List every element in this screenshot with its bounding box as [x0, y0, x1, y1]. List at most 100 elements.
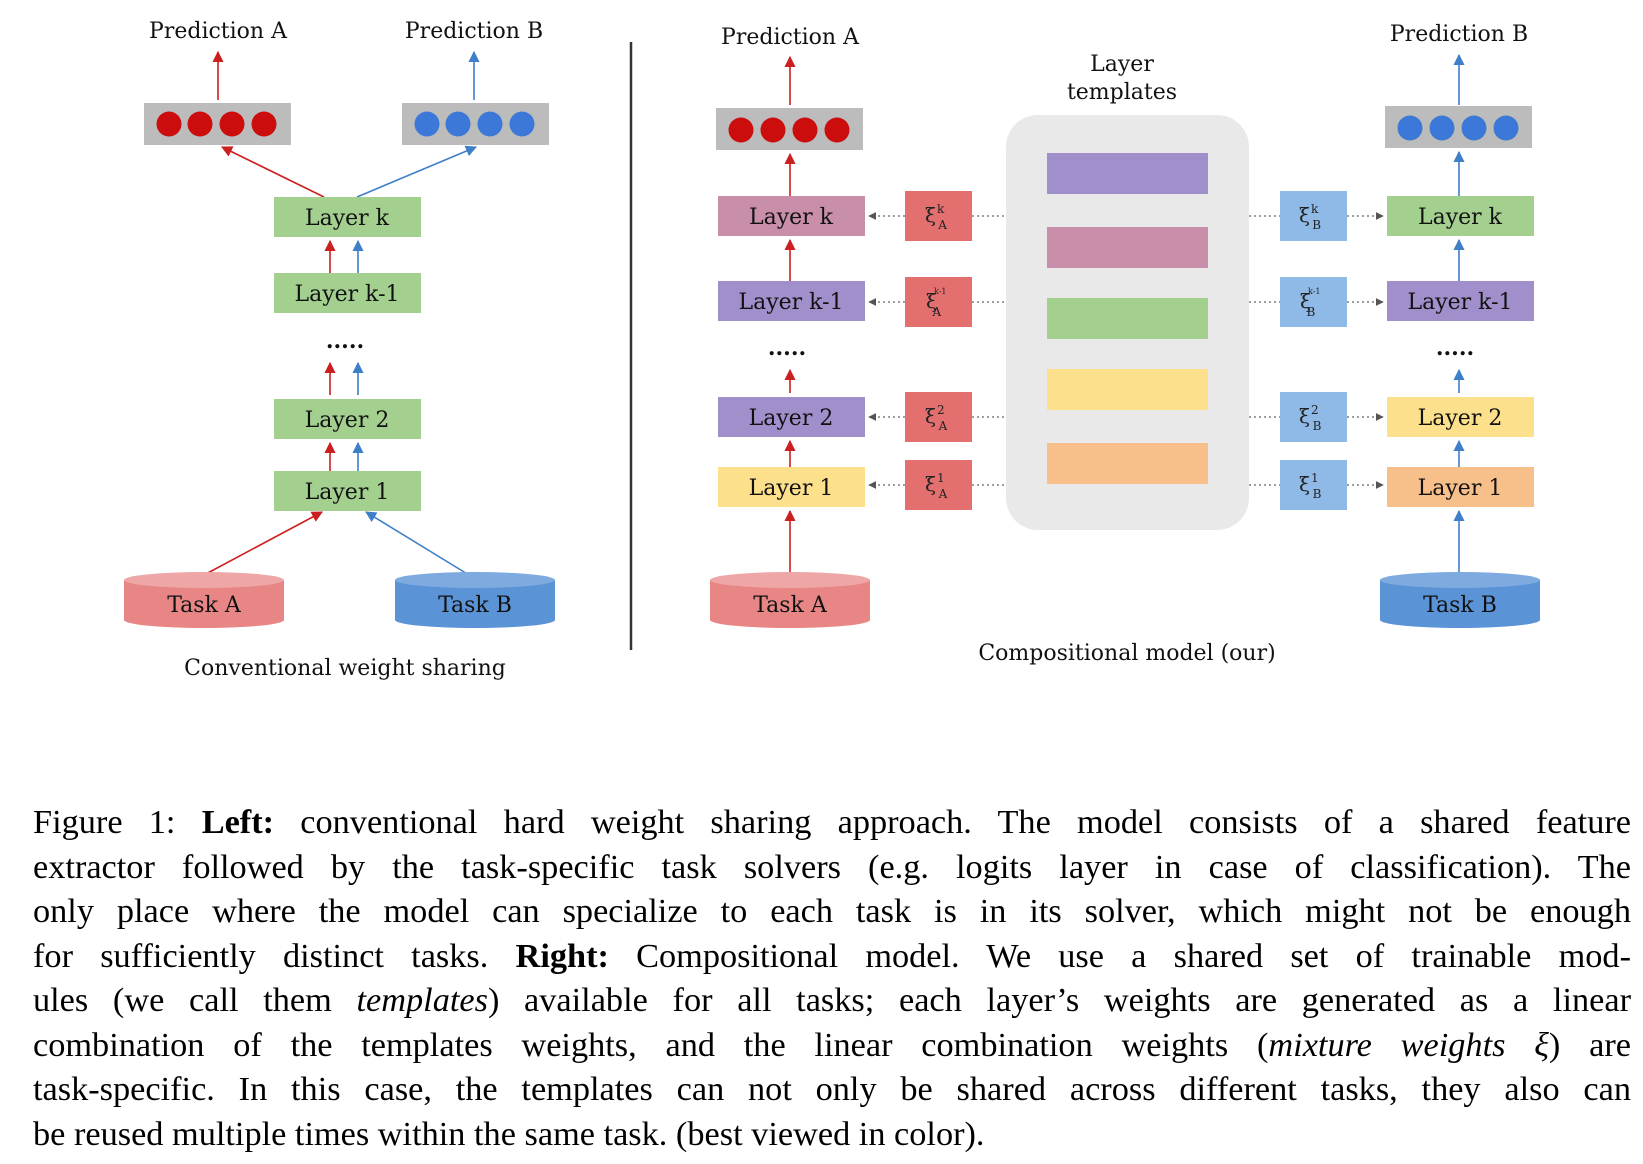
xi-b-k-sub: B: [1312, 218, 1321, 232]
caption-text-1: conventional hard weight sharing approac…: [274, 803, 1632, 841]
right-b-layer-2-label: Layer 2: [1418, 406, 1503, 431]
right-prediction-b-label: Prediction B: [1390, 22, 1528, 47]
xi-b-1-sup: 1: [1311, 471, 1319, 485]
right-b-layer-k-label: Layer k: [1418, 205, 1503, 230]
left-ellipsis: .....: [326, 328, 364, 354]
caption-line-2: extractor followed by the task-specific …: [33, 847, 1631, 886]
templates-label-line2: templates: [1067, 80, 1177, 105]
svg-text:ξ1A: ξ1A: [925, 471, 948, 501]
caption-right-label: Right:: [515, 936, 609, 975]
right-panel-title: Compositional model (our): [978, 641, 1275, 666]
caption-mixture-phrase: mixture weights ξ: [1268, 1025, 1549, 1064]
left-task-a-label: Task A: [167, 593, 242, 618]
right-a-layer-k-1: Layer k-1: [718, 281, 865, 321]
left-task-b-label: Task B: [438, 593, 512, 618]
dotted-connectors: [868, 212, 1384, 489]
left-layer-1: Layer 1: [274, 471, 421, 511]
svg-text:ξk-1B: ξk-1B: [1300, 287, 1321, 319]
xi-a-1-sub: A: [938, 487, 948, 501]
xi-a-k-sub: A: [937, 218, 947, 232]
xi-b-k-1-symbol: ξ: [1300, 289, 1311, 313]
diagram: Prediction A Prediction B Layer k: [124, 19, 1540, 681]
left-layer-k-1-label: Layer k-1: [294, 282, 399, 307]
right-a-layer-k-label: Layer k: [749, 205, 834, 230]
left-prediction-b-label: Prediction B: [405, 19, 543, 44]
left-panel-title: Conventional weight sharing: [184, 656, 506, 681]
left-prediction-a-label: Prediction A: [149, 19, 288, 44]
right-output-b: [1385, 106, 1532, 148]
left-task-b: Task B: [395, 572, 555, 628]
xi-b-k-symbol: ξ: [1299, 203, 1310, 227]
xi-a-k-sup: k: [937, 202, 945, 216]
xi-a-2-sup: 2: [937, 403, 945, 417]
right-task-b-label: Task B: [1423, 593, 1497, 618]
xi-b-2-sup: 2: [1311, 403, 1319, 417]
svg-text:ξkA: ξkA: [925, 202, 947, 232]
left-task-a: Task A: [124, 572, 284, 628]
right-a-layer-2-label: Layer 2: [749, 406, 834, 431]
caption-text-4a: for sufficiently distinct tasks.: [33, 936, 516, 975]
xi-b-1-sub: B: [1313, 487, 1322, 501]
caption-text-5a: ules (we call them: [33, 981, 357, 1019]
right-b-layer-2: Layer 2: [1387, 397, 1534, 437]
xi-a-1-sup: 1: [937, 471, 945, 485]
caption-text-4b: Compositional model. We use a shared set…: [608, 936, 1631, 975]
right-a-layer-2: Layer 2: [718, 397, 865, 437]
xi-b-k-sup: k: [1311, 202, 1319, 216]
right-a-layer-k: Layer k: [718, 196, 865, 236]
caption-line-6: combination of the templates weights, an…: [33, 1023, 1631, 1068]
svg-text:ξk-1A: ξk-1A: [926, 287, 947, 319]
left-arrow-k-to-b: [356, 145, 478, 198]
caption-line-7: task-specific. In this case, the templat…: [33, 1070, 1631, 1108]
template-purple: [1047, 153, 1208, 194]
caption-templates-word: templates: [356, 981, 488, 1019]
right-b-layer-k-1-label: Layer k-1: [1407, 290, 1512, 315]
right-b-ellipsis: .....: [1436, 335, 1474, 361]
right-b-layer-1: Layer 1: [1387, 467, 1534, 507]
xi-a-2-symbol: ξ: [925, 404, 936, 428]
xi-a-k-1-sup: k-1: [934, 287, 947, 296]
caption-line-8: be reused multiple times within the same…: [33, 1114, 985, 1153]
left-layer-k: Layer k: [274, 197, 421, 237]
xi-a-k-1-sub: A: [932, 305, 942, 319]
left-panel: Prediction A Prediction B Layer k: [124, 19, 555, 681]
caption-text-6b: ) are: [1548, 1025, 1631, 1064]
template-yellow: [1047, 369, 1208, 410]
left-arrow-task-b: [365, 511, 470, 576]
caption-line-3: only place where the model can specializ…: [33, 892, 1631, 930]
left-layer-2-label: Layer 2: [305, 408, 390, 433]
template-green: [1047, 298, 1208, 339]
right-output-a: [716, 108, 863, 150]
templates-label-line1: Layer: [1090, 52, 1154, 77]
left-inner-arrows: [324, 239, 364, 471]
right-b-layer-k: Layer k: [1387, 196, 1534, 236]
svg-text:ξ2A: ξ2A: [925, 403, 948, 433]
xi-b-2-symbol: ξ: [1299, 404, 1310, 428]
caption-left-label: Left:: [201, 803, 275, 841]
right-b-layer-1-label: Layer 1: [1418, 476, 1503, 501]
right-task-a-label: Task A: [753, 593, 828, 618]
xi-b-2-sub: B: [1313, 419, 1322, 433]
right-a-layer-k-1-label: Layer k-1: [738, 290, 843, 315]
right-b-layer-k-1: Layer k-1: [1387, 281, 1534, 321]
right-task-b: Task B: [1380, 572, 1540, 628]
left-layer-k-1: Layer k-1: [274, 273, 421, 313]
caption-line-1: Figure 1: Left: conventional hard weight…: [33, 800, 1631, 845]
left-layer-2: Layer 2: [274, 399, 421, 439]
xi-a-2-sub: A: [938, 419, 948, 433]
template-pink: [1047, 227, 1208, 268]
right-prediction-a-label: Prediction A: [721, 25, 860, 50]
xi-a-1-symbol: ξ: [925, 472, 936, 496]
left-layer-1-label: Layer 1: [305, 480, 390, 505]
caption-figure-label: Figure 1:: [33, 803, 176, 841]
svg-text:ξ1B: ξ1B: [1299, 471, 1322, 501]
caption-text-6a: combination of the templates weights, an…: [33, 1025, 1269, 1064]
